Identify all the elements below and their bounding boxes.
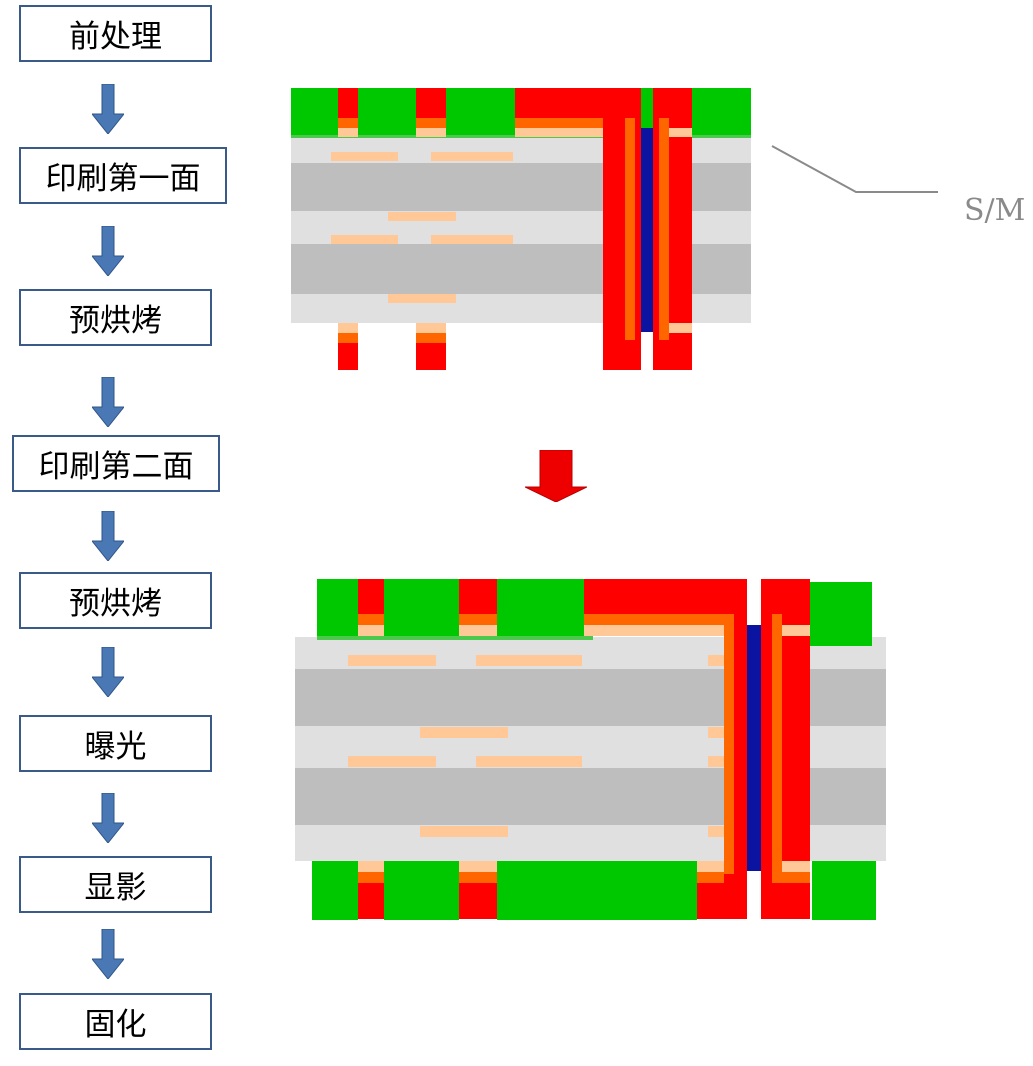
cross-section-after-second-print (295, 579, 886, 920)
step-developing: 显影 (19, 856, 212, 913)
step-pre-bake-one: 预烘烤 (19, 289, 212, 346)
step-print-side-two: 印刷第二面 (12, 435, 220, 492)
down-arrow-icon (525, 450, 587, 502)
down-arrow-icon (92, 647, 124, 697)
step-print-side-one: 印刷第一面 (19, 147, 227, 204)
step-exposure: 曝光 (19, 715, 212, 772)
down-arrow-icon (92, 377, 124, 427)
callout-leader-line (771, 145, 938, 193)
down-arrow-icon (92, 929, 124, 979)
down-arrow-icon (92, 511, 124, 561)
step-curing: 固化 (19, 993, 212, 1050)
down-arrow-icon (92, 84, 124, 134)
down-arrow-icon (92, 226, 124, 276)
cross-section-after-first-print: S/M (291, 88, 1025, 370)
step-pretreatment: 前处理 (19, 5, 212, 62)
step-pre-bake-two: 预烘烤 (19, 572, 212, 629)
down-arrow-icon (92, 793, 124, 843)
solder-mask-label: S/M (964, 193, 1025, 228)
